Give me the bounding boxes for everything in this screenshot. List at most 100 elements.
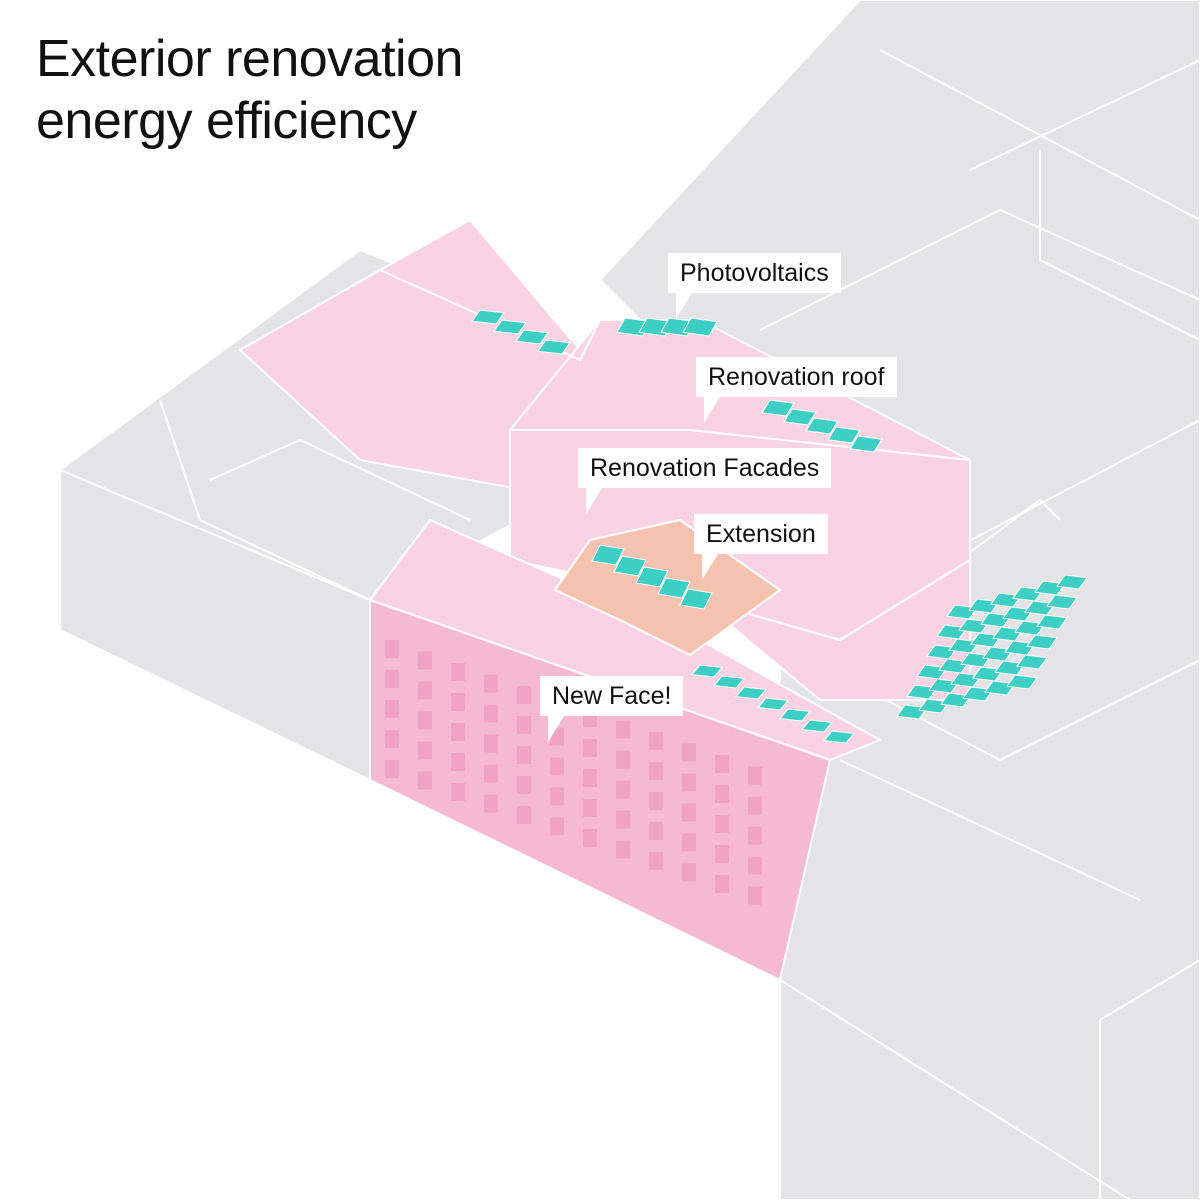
facade-window (451, 723, 465, 741)
facade-window (616, 810, 630, 829)
facade-window (583, 829, 597, 847)
facade-window (385, 730, 399, 748)
photovoltaic-panel (1016, 654, 1048, 670)
facade-window (484, 674, 498, 693)
facade-window (682, 863, 696, 882)
photovoltaic-panel (691, 664, 723, 678)
facade-window (451, 783, 465, 801)
photovoltaic-panel (827, 426, 861, 444)
photovoltaic-panels (471, 309, 1088, 744)
facade-window (715, 875, 729, 893)
facade-window (715, 815, 729, 833)
facade-window (418, 681, 432, 700)
callout-extension: Extension (694, 514, 828, 580)
context-roof-line (159, 399, 371, 601)
facade-window (715, 845, 729, 863)
facade-window (484, 734, 498, 753)
facade-window (649, 852, 663, 870)
facade-window (748, 796, 762, 815)
facade-window (418, 741, 432, 760)
callout-photovoltaics: Photovoltaics (668, 253, 841, 319)
facade-window (748, 856, 762, 875)
facade-window (451, 663, 465, 681)
photovoltaic-panel (735, 686, 767, 700)
facade-window (385, 700, 399, 718)
facade-window (616, 720, 630, 739)
facade-window (451, 753, 465, 771)
photovoltaic-panel (679, 588, 713, 610)
photovoltaic-panel (713, 675, 745, 689)
photovoltaic-panel (515, 329, 549, 345)
facade-window (682, 773, 696, 792)
facade-window (616, 750, 630, 769)
facade-window (583, 799, 597, 817)
photovoltaic-panel (1006, 674, 1038, 690)
facade-window (715, 755, 729, 773)
facade-window (550, 817, 564, 836)
context-roof-line (1039, 150, 1200, 341)
facade-window (517, 776, 531, 794)
photovoltaic-panel (682, 317, 718, 337)
context-roof-line (879, 49, 1200, 221)
facade-window (649, 822, 663, 840)
facade-window (649, 732, 663, 750)
photovoltaic-panel (1036, 614, 1068, 630)
facade-window (385, 670, 399, 688)
facade-window (682, 833, 696, 852)
facade-window (517, 716, 531, 734)
photovoltaic-panel (805, 417, 839, 435)
photovoltaic-panel (613, 555, 647, 577)
page-title: Exterior renovation energy efficiency (36, 28, 463, 152)
facade-window (715, 785, 729, 803)
roof-ridge-line (510, 429, 971, 461)
photovoltaic-panel (823, 730, 855, 744)
photovoltaic-panel (657, 577, 691, 599)
facade-window (748, 826, 762, 845)
facade-window (517, 746, 531, 764)
photovoltaic-panel (757, 697, 789, 711)
roof-ridge-line (379, 269, 601, 362)
facade-window (484, 794, 498, 813)
photovoltaic-panel (918, 698, 950, 714)
facade-window (550, 757, 564, 776)
facade-window (418, 651, 432, 670)
facade-window (484, 704, 498, 723)
facade-window (748, 766, 762, 785)
facade-window (385, 640, 399, 658)
photovoltaic-panel (635, 566, 669, 588)
context-roof-line (1099, 959, 1200, 1200)
photovoltaic-panel (537, 339, 571, 355)
photovoltaic-panel (962, 686, 994, 702)
title-line-1: Exterior renovation (36, 30, 463, 88)
facade-window (451, 693, 465, 711)
context-roof-line (839, 759, 1141, 901)
context-roof-line (969, 59, 1200, 171)
photovoltaic-panel (591, 544, 625, 566)
photovoltaic-panel (984, 680, 1016, 696)
facade-window (583, 739, 597, 757)
facade-window (649, 762, 663, 780)
callout-renovation-roof: Renovation roof (696, 357, 897, 423)
callout-renovation-facades: Renovation Facades (578, 448, 832, 514)
photovoltaic-panel (779, 708, 811, 722)
facade-window (682, 803, 696, 822)
facade-window (517, 686, 531, 704)
facade-window (517, 806, 531, 824)
photovoltaic-panel (896, 704, 928, 720)
facade-window (418, 771, 432, 790)
photovoltaic-panel (471, 309, 505, 325)
facade-window (550, 787, 564, 806)
photovoltaic-panel (1046, 594, 1078, 610)
facade-window (748, 886, 762, 905)
photovoltaic-panel (761, 399, 795, 417)
facade-window (583, 769, 597, 787)
facade-window (418, 711, 432, 730)
facade-window (616, 840, 630, 859)
photovoltaic-panel (783, 408, 817, 426)
facade-window (616, 780, 630, 799)
callout-new-face: New Face! (540, 676, 684, 742)
photovoltaic-panel (1026, 634, 1058, 650)
facade-window (484, 764, 498, 783)
photovoltaic-panel (849, 435, 883, 453)
